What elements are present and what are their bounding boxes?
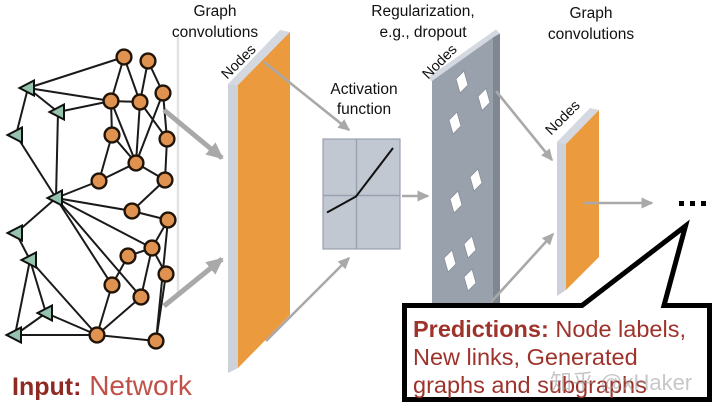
svg-text:知乎 @xHaker: 知乎 @xHaker	[550, 370, 692, 395]
svg-text:Regularization,: Regularization,	[371, 3, 474, 20]
svg-text:function: function	[337, 101, 391, 118]
svg-text:New links, Generated: New links, Generated	[413, 344, 638, 370]
svg-text:convolutions: convolutions	[548, 26, 634, 43]
svg-text:Predictions: Node labels,: Predictions: Node labels,	[413, 316, 686, 342]
svg-text:graphs and subgraphs: graphs and subgraphs	[413, 372, 647, 398]
svg-text:Activation: Activation	[330, 81, 397, 98]
svg-text:Graph: Graph	[193, 3, 236, 20]
svg-text:Input: Network: Input: Network	[12, 370, 193, 401]
svg-text:Graph: Graph	[569, 5, 612, 22]
svg-text:convolutions: convolutions	[172, 24, 258, 41]
svg-text:e.g., dropout: e.g., dropout	[379, 24, 467, 41]
